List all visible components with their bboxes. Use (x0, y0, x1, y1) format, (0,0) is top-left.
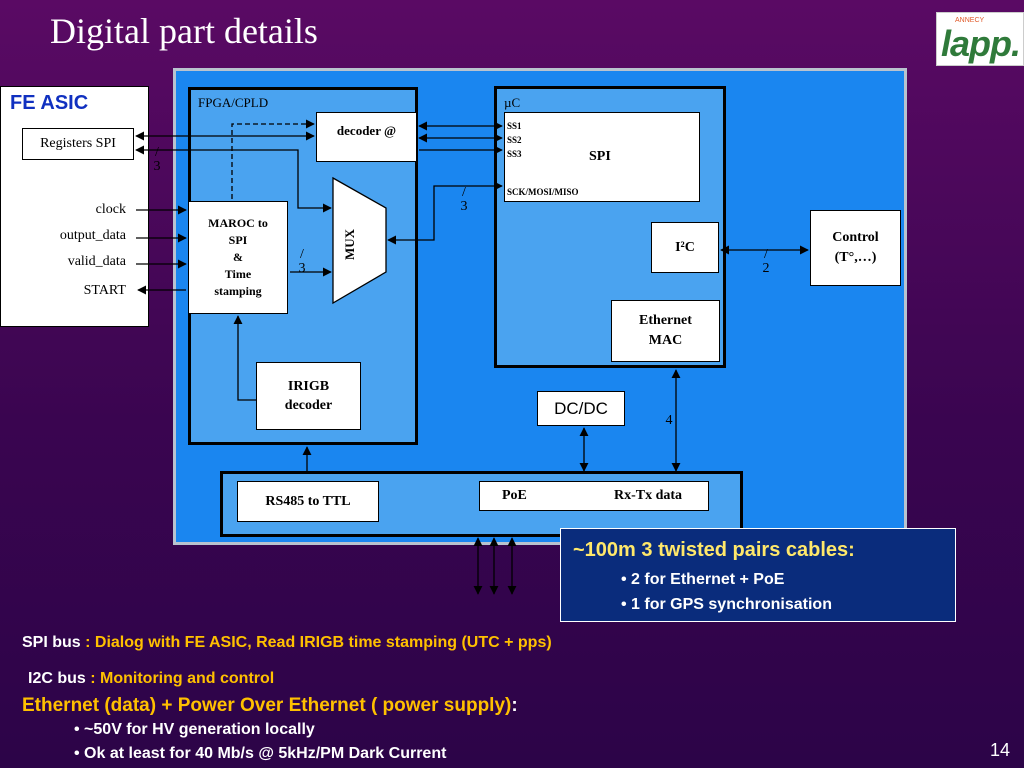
note-ethernet-text: Ethernet (data) + Power Over Ethernet ( … (22, 695, 512, 716)
fpga-label: FPGA/CPLD (198, 95, 269, 110)
note-bullet: • Ok at least for 40 Mb/s @ 5kHz/PM Dark… (74, 745, 447, 762)
bus-width-value: 3 (298, 261, 306, 276)
dcdc-box: DC/DC (537, 391, 625, 426)
ethernet-line: MAC (648, 333, 683, 348)
maroc-line: Time (224, 267, 252, 281)
spi-box: SS1 SS2 SS3 SPI SCK/MOSI/MISO (504, 112, 700, 202)
note-i2c-label: I2C bus (28, 670, 86, 687)
note-spi: SPI bus : Dialog with FE ASIC, Read IRIG… (22, 634, 552, 652)
ss-line: SS3 (507, 149, 522, 159)
logo-small-text: ANNECY (955, 17, 985, 24)
rs485-box: RS485 to TTL (237, 481, 379, 522)
bus-width-regs: /3 (150, 146, 164, 174)
note-i2c: I2C bus : Monitoring and control (28, 670, 274, 688)
maroc-line: SPI (228, 233, 248, 247)
maroc-line: MAROC to (208, 216, 268, 230)
bus-width-spi: /3 (457, 186, 471, 214)
cable-info-heading: ~100m 3 twisted pairs cables: (573, 539, 855, 561)
decoder-box: decoder @ (316, 112, 417, 162)
page-number: 14 (990, 740, 1011, 760)
note-spi-label: SPI bus (22, 634, 81, 651)
ss-line: SS1 (507, 121, 522, 131)
rxtx-label: Rx-Tx data (614, 488, 683, 503)
spi-bus-label: SCK/MOSI/MISO (507, 187, 579, 197)
cable-info-bullet: • 1 for GPS synchronisation (621, 596, 832, 613)
fe-asic-title: FE ASIC (10, 92, 89, 114)
page-title: Digital part details (50, 11, 318, 51)
bus-width-value: 4 (665, 413, 673, 428)
spi-name: SPI (589, 149, 611, 164)
lapp-logo: ANNECY lapp. (936, 12, 1024, 66)
note-spi-text: : Dialog with FE ASIC, Read IRIGB time s… (80, 634, 552, 651)
control-box: Control (T°,…) (810, 210, 901, 286)
irigb-line: decoder (284, 398, 333, 413)
bus-width-value: 3 (153, 159, 161, 174)
maroc-box: MAROC to SPI & Time stamping (188, 201, 288, 314)
note-ethernet-colon: : (511, 695, 518, 716)
note-i2c-text: : Monitoring and control (85, 670, 275, 687)
maroc-line: stamping (214, 284, 262, 298)
control-line: (T°,…) (834, 250, 877, 265)
registers-spi-box: Registers SPI (22, 128, 134, 160)
note-ethernet: Ethernet (data) + Power Over Ethernet ( … (22, 695, 518, 717)
irigb-line: IRIGB (287, 379, 330, 394)
pin-start: START (83, 283, 126, 298)
uc-label: µC (504, 95, 521, 110)
ss-line: SS2 (507, 135, 522, 145)
bus-width-mux: /3 (295, 248, 309, 276)
bus-width-eth: 4 (662, 414, 676, 428)
cable-info-box: ~100m 3 twisted pairs cables: • 2 for Et… (560, 528, 956, 622)
pin-output-data: output_data (59, 228, 126, 243)
poe-label: PoE (502, 488, 527, 503)
mux-label: MUX (342, 228, 357, 260)
note-bullet: • ~50V for HV generation locally (74, 721, 315, 738)
control-line: Control (832, 230, 879, 245)
pin-clock: clock (95, 202, 126, 217)
poe-rxtx-box: PoE Rx-Tx data (479, 481, 709, 511)
fe-asic-block (0, 86, 149, 327)
ethernet-line: Ethernet (639, 313, 692, 328)
i2c-box: I²C (651, 222, 719, 273)
irigb-decoder-box: IRIGB decoder (256, 362, 361, 430)
bus-width-value: 2 (762, 261, 770, 276)
cable-info-bullet: • 2 for Ethernet + PoE (621, 571, 785, 588)
maroc-line: & (233, 250, 243, 264)
logo-word: lapp. (941, 23, 1021, 64)
ethernet-mac-box: Ethernet MAC (611, 300, 720, 362)
bus-width-value: 3 (460, 199, 468, 214)
bus-width-i2c: /2 (759, 248, 773, 276)
pin-valid-data: valid_data (67, 254, 126, 269)
